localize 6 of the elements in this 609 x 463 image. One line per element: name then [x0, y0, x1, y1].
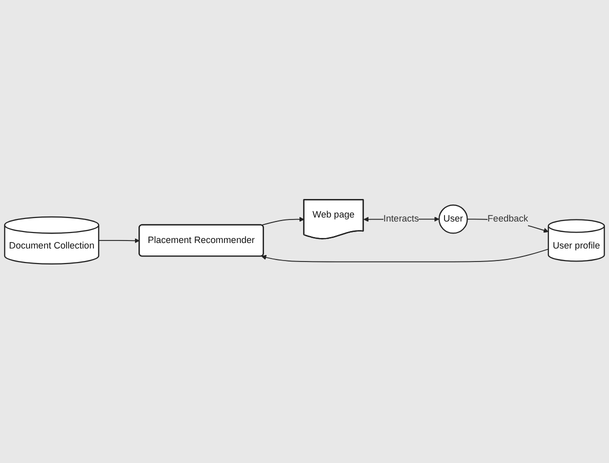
- edge-label: Feedback: [488, 214, 528, 224]
- arrow: [98, 238, 140, 243]
- arrow: [261, 216, 304, 226]
- arrow: [261, 248, 549, 262]
- node-circle: User: [438, 204, 468, 234]
- edge-label: Interacts: [383, 214, 419, 224]
